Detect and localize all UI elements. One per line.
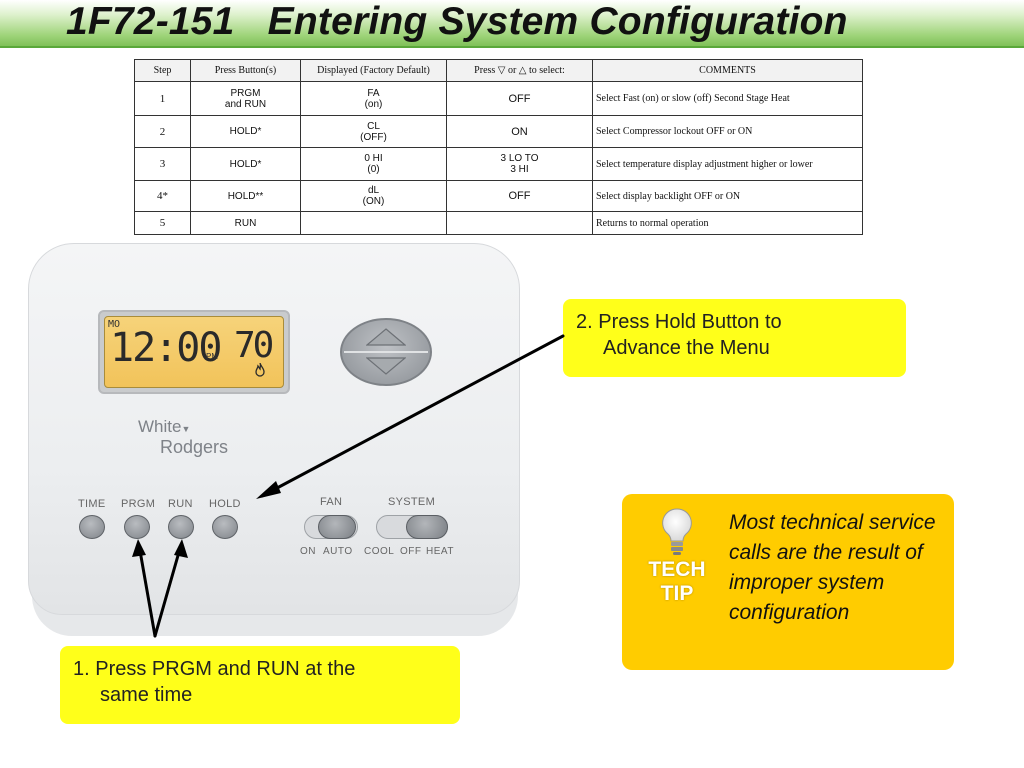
cell-button: HOLD* bbox=[190, 147, 301, 182]
cell-button-l1: PRGM bbox=[230, 87, 261, 99]
lcd-temperature: 70 bbox=[234, 325, 274, 366]
cell-display-l1: dL bbox=[367, 185, 380, 197]
tech-tip-label: TECH TIP bbox=[638, 558, 716, 606]
fan-auto-label: AUTO bbox=[323, 546, 353, 557]
fan-switch-title: FAN bbox=[320, 496, 343, 508]
fan-on-label: ON bbox=[300, 546, 316, 557]
tech-tip-text: Most technical service calls are the res… bbox=[729, 511, 936, 624]
cell-button: RUN bbox=[190, 211, 301, 235]
cell-display: FA(on) bbox=[300, 80, 447, 117]
table-header-row: Step Press Button(s) Displayed (Factory … bbox=[134, 59, 863, 82]
thermostat-body bbox=[28, 243, 520, 615]
cell-button: HOLD* bbox=[190, 115, 301, 149]
cell-comment: Select temperature display adjustment hi… bbox=[592, 147, 863, 182]
rocker-divider bbox=[344, 351, 428, 353]
cell-display-l2: (on) bbox=[364, 98, 383, 110]
cell-display-l2: (0) bbox=[367, 164, 380, 176]
cell-select: OFF bbox=[446, 80, 593, 117]
time-label: TIME bbox=[78, 498, 106, 510]
slide-title: 1F72-151 Entering System Configuration bbox=[66, 0, 848, 43]
cell-display-l2: (ON) bbox=[362, 196, 385, 208]
time-button[interactable] bbox=[79, 515, 105, 539]
up-arrow-icon[interactable] bbox=[366, 328, 406, 346]
hold-button[interactable] bbox=[212, 515, 238, 539]
cell-select: ON bbox=[446, 115, 593, 149]
brand-line1: White bbox=[138, 417, 182, 436]
cell-display: CL(OFF) bbox=[300, 115, 447, 149]
hold-callout-line1: 2. Press Hold Button to bbox=[576, 311, 782, 333]
cell-display bbox=[300, 211, 447, 235]
cell-step: 1 bbox=[134, 80, 191, 117]
system-off-label: OFF bbox=[400, 546, 422, 557]
prgm-run-callout-line1: 1. Press PRGM and RUN at the bbox=[73, 658, 356, 680]
table-row: 5 RUN Returns to normal operation bbox=[134, 211, 863, 235]
header-press-buttons: Press Button(s) bbox=[190, 59, 301, 82]
configuration-table: Step Press Button(s) Displayed (Factory … bbox=[134, 59, 863, 235]
cell-select-l1: 3 LO TO bbox=[500, 153, 539, 165]
system-cool-label: COOL bbox=[364, 546, 395, 557]
table-row: 4* HOLD** dL(ON) OFF Select display back… bbox=[134, 180, 863, 213]
run-label: RUN bbox=[168, 498, 193, 510]
prgm-button[interactable] bbox=[124, 515, 150, 539]
system-switch-knob[interactable] bbox=[406, 515, 448, 539]
lcd-time: 12:00 bbox=[110, 325, 222, 371]
cell-display-l2: (OFF) bbox=[360, 131, 387, 143]
tech-tip-label-line2: TIP bbox=[660, 582, 694, 605]
cell-comment: Select display backlight OFF or ON bbox=[592, 180, 863, 213]
prgm-label: PRGM bbox=[121, 498, 156, 510]
cell-step: 5 bbox=[134, 211, 191, 235]
lightbulb-icon bbox=[662, 508, 692, 555]
cell-select: OFF bbox=[446, 180, 593, 213]
flame-icon bbox=[255, 363, 265, 377]
header-displayed: Displayed (Factory Default) bbox=[300, 59, 447, 82]
cell-display-l1: FA bbox=[367, 87, 380, 99]
cell-select bbox=[446, 211, 593, 235]
cell-display: dL(ON) bbox=[300, 180, 447, 213]
cell-display-l1: 0 HI bbox=[364, 153, 383, 165]
cell-step: 3 bbox=[134, 147, 191, 182]
brand-logo: White▼ Rodgers bbox=[138, 417, 229, 457]
system-switch-title: SYSTEM bbox=[388, 496, 436, 508]
prgm-run-callout: 1. Press PRGM and RUN at the same time bbox=[60, 646, 460, 724]
cell-select-l2: 3 HI bbox=[510, 164, 529, 176]
brand-line2: Rodgers bbox=[160, 437, 229, 457]
lcd-ampm: PM bbox=[206, 352, 218, 361]
cell-button-l2: and RUN bbox=[224, 98, 267, 110]
hold-callout: 2. Press Hold Button to Advance the Menu bbox=[563, 299, 906, 377]
hold-callout-line2: Advance the Menu bbox=[603, 337, 770, 359]
down-arrow-icon[interactable] bbox=[366, 357, 406, 375]
prgm-run-callout-line2: same time bbox=[100, 684, 193, 706]
cell-display-l1: CL bbox=[367, 120, 380, 132]
header-select: Press ▽ or △ to select: bbox=[446, 59, 593, 82]
system-heat-label: HEAT bbox=[426, 546, 454, 557]
fan-switch-knob[interactable] bbox=[318, 515, 356, 539]
title-bar bbox=[0, 0, 1024, 47]
title-rule bbox=[0, 46, 1024, 48]
cell-comment: Select Fast (on) or slow (off) Second St… bbox=[592, 80, 863, 117]
run-button[interactable] bbox=[168, 515, 194, 539]
cell-display: 0 HI(0) bbox=[300, 147, 447, 182]
table-row: 2 HOLD* CL(OFF) ON Select Compressor loc… bbox=[134, 115, 863, 149]
cell-comment: Returns to normal operation bbox=[592, 211, 863, 235]
lcd-day: MO bbox=[108, 319, 121, 330]
tech-tip-label-line1: TECH bbox=[648, 558, 706, 581]
cell-step: 4* bbox=[134, 180, 191, 213]
hold-label: HOLD bbox=[209, 498, 241, 510]
cell-comment: Select Compressor lockout OFF or ON bbox=[592, 115, 863, 149]
header-comments: COMMENTS bbox=[592, 59, 863, 82]
header-step: Step bbox=[134, 59, 191, 82]
cell-step: 2 bbox=[134, 115, 191, 149]
brand-chevron-icon: ▼ bbox=[181, 424, 191, 434]
cell-button: HOLD** bbox=[190, 180, 301, 213]
